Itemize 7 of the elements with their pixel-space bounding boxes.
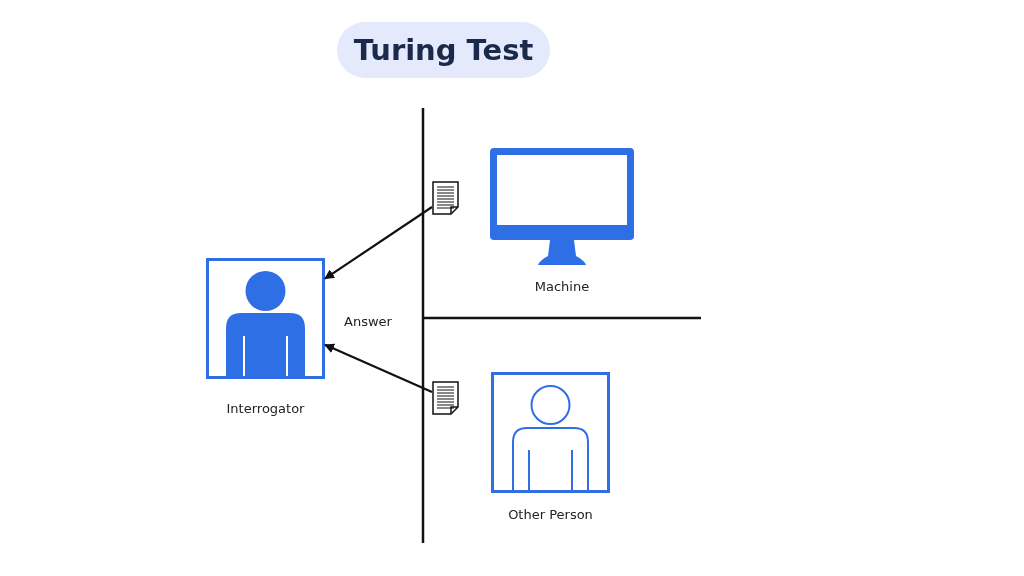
arrow [324,343,433,394]
title-pill: Turing Test [337,22,550,78]
text-label: Answer [344,314,392,329]
node-caption: Interrogator [225,401,306,416]
node-caption: Other Person [507,507,594,522]
arrow [324,206,433,280]
node-caption: Machine [533,279,591,294]
